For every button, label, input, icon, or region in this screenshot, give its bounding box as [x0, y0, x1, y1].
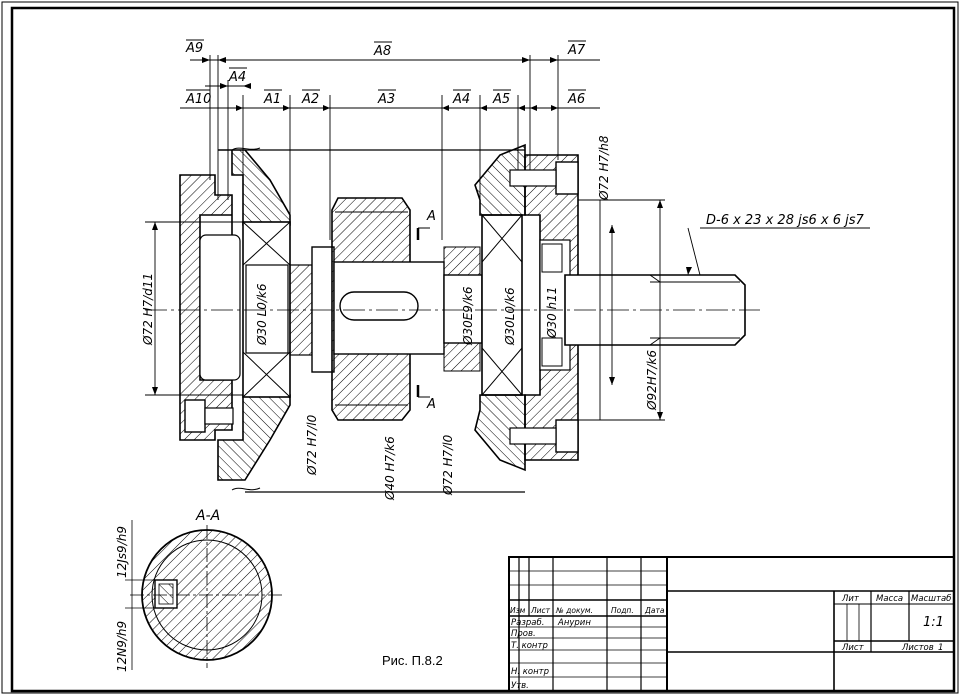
tb-sheets: Листов	[901, 643, 934, 653]
tb-col-list: Лист	[530, 606, 551, 615]
tb-row-utv: Утв.	[511, 681, 529, 691]
label-a10: A10	[185, 92, 211, 107]
title-block-text: Изм Лист № докум. Подп. Дата Разраб. Ану…	[510, 594, 951, 691]
fit-30-h11: Ø30 h11	[545, 287, 559, 339]
chain-labels: A9 A8 A7 A4 A10 A1 A2 A3 A4 A5 A6	[185, 39, 586, 107]
fit-arrows	[152, 200, 692, 420]
seal-upper	[541, 243, 563, 273]
label-a1: A1	[263, 92, 281, 107]
cut-mark-bottom: A	[426, 397, 436, 412]
tb-row-nkontr: Н. контр	[511, 667, 549, 677]
fit-92-h7k6: Ø92H7/k6	[645, 350, 659, 411]
fit-72-h7-d11: Ø72 H7/d11	[141, 273, 155, 346]
fit-dimension-lines	[145, 199, 870, 421]
tb-razrab-name: Анурин	[557, 618, 591, 628]
fit-72-h7-l0-right: Ø72 H7/l0	[441, 434, 455, 496]
fit-30-e9k6: Ø30E9/k6	[461, 286, 475, 346]
left-bolt-lower-shank	[204, 407, 234, 425]
fit-40-h7k6: Ø40 H7/k6	[383, 436, 397, 501]
keyway-slot	[339, 291, 419, 321]
tb-sheet: Лист	[841, 643, 865, 653]
fit-30-l0k6-left: Ø30 L0/k6	[255, 283, 269, 346]
right-bolt-upper-shank	[509, 169, 557, 187]
sleeve-right-lower	[443, 342, 481, 372]
tb-col-sign: Подп.	[611, 606, 634, 615]
sleeve-right	[443, 246, 481, 276]
fit-72-h7h8: Ø72 H7/h8	[597, 135, 611, 201]
figure-caption: Рис. П.8.2	[382, 653, 443, 668]
left-cover-recess	[199, 234, 241, 381]
right-bolt-lower-shank	[509, 427, 557, 445]
label-a2: A2	[301, 92, 319, 107]
label-a4: A4	[452, 92, 470, 107]
tb-sheets-count: 1	[938, 643, 943, 653]
fit-30-l0k6-right: Ø30L0/k6	[503, 287, 517, 346]
label-a4-upper: A4	[228, 70, 246, 85]
section-fit-bottom: 12N9/h9	[115, 621, 129, 672]
dimension-arrows	[202, 57, 558, 111]
label-a7: A7	[567, 43, 586, 58]
section-fit-top: 12Js9/h9	[115, 526, 129, 578]
tb-massa: Масса	[876, 594, 903, 604]
seal-lower	[541, 337, 563, 367]
shaft-collar	[311, 246, 335, 373]
tb-masshtab: Масштаб	[911, 594, 951, 604]
cut-mark-top: A	[426, 209, 436, 224]
tb-row-razrab: Разраб.	[511, 618, 544, 628]
tb-col-date: Дата	[644, 606, 665, 615]
tb-col-doc: № докум.	[555, 606, 593, 615]
left-bolt-lower	[184, 399, 206, 433]
tb-col-izm: Изм	[510, 606, 526, 615]
fit-72-h7-l0-left: Ø72 H7/l0	[305, 414, 319, 476]
tb-scale: 1:1	[923, 615, 944, 630]
assembly-section-view: A A	[145, 143, 760, 493]
label-a9: A9	[185, 41, 203, 56]
right-bolt-lower-head	[555, 419, 579, 453]
right-bearing	[481, 214, 523, 396]
section-title: A-A	[195, 508, 220, 524]
title-block	[508, 556, 955, 692]
label-a3: A3	[377, 92, 395, 107]
tb-row-tkontr: Т. контр	[511, 641, 548, 651]
spline-designation: D-6 x 23 x 28 js6 x 6 js7	[706, 213, 865, 228]
left-housing-wall-lower	[217, 394, 291, 481]
fit-labels: Ø72 H7/d11 Ø30 L0/k6 Ø72 H7/l0 Ø40 H7/k6…	[141, 135, 865, 501]
label-a8: A8	[373, 44, 391, 59]
right-bolt-upper-head	[555, 161, 579, 195]
label-a6: A6	[567, 92, 585, 107]
section-a-a: A-A 12Js9/h9 12N9/h9	[115, 508, 285, 672]
inner-frame	[10, 6, 956, 693]
label-a5: A5	[492, 92, 510, 107]
tb-lit: Лит	[841, 594, 860, 604]
tb-row-prov: Пров.	[511, 629, 536, 639]
